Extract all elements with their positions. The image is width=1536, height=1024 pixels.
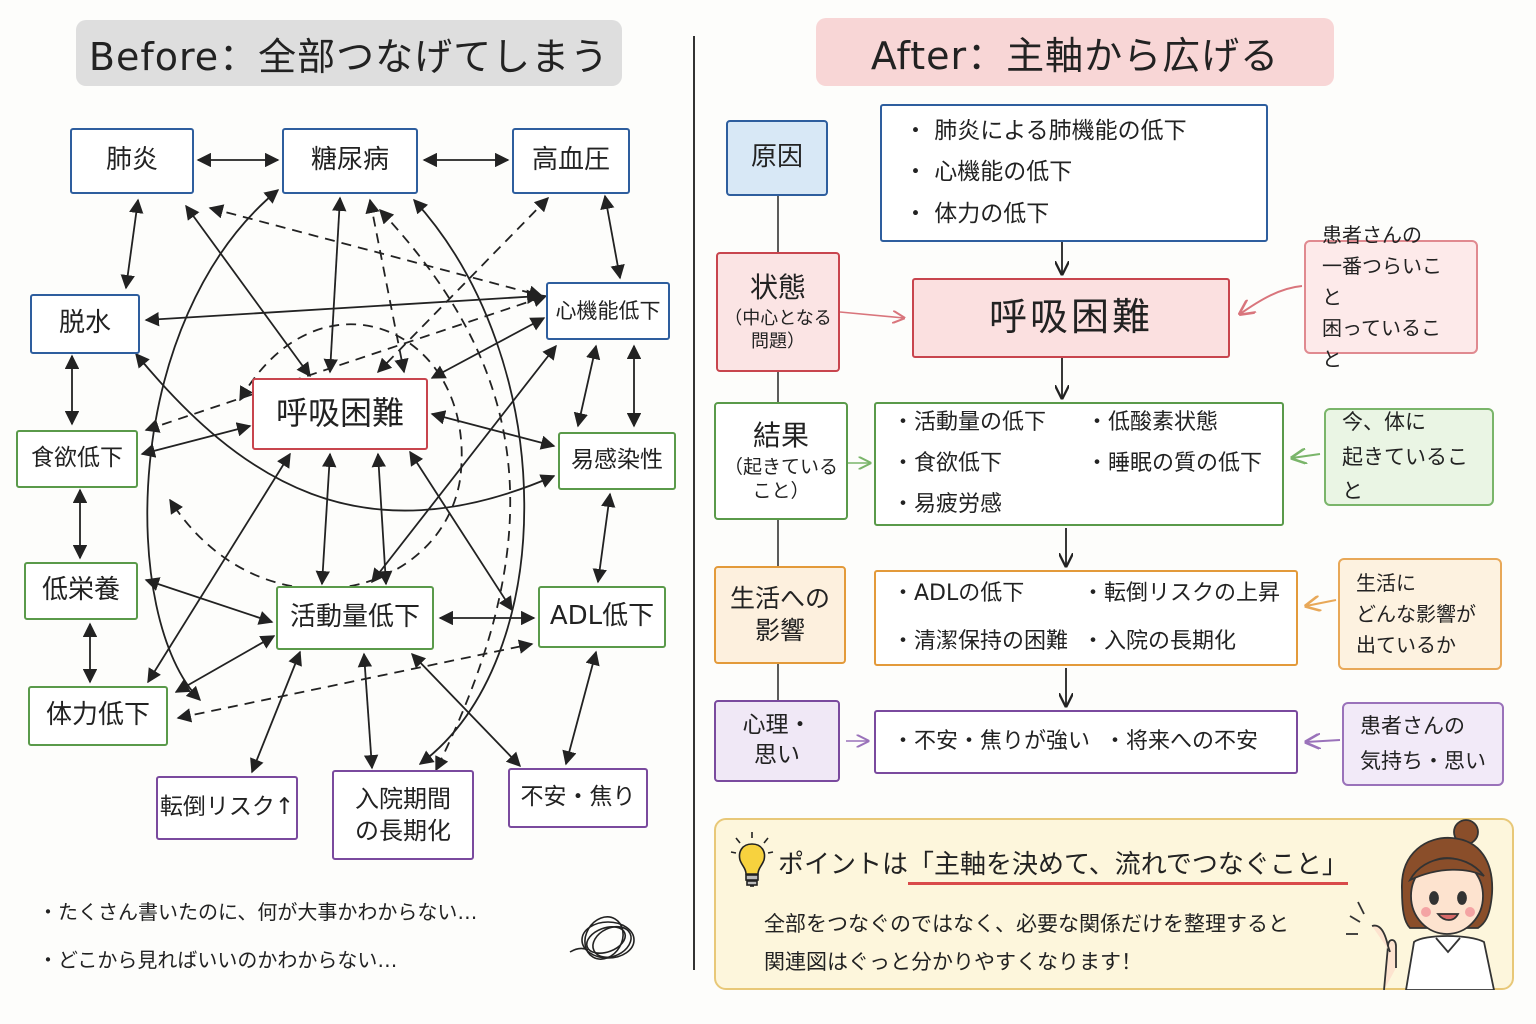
- node-ikansen: 易感染性: [558, 432, 676, 490]
- result-item: ・活動量の低下: [892, 409, 1047, 435]
- node-ikansen-label: 易感染性: [571, 447, 663, 474]
- node-dassui: 脱水: [30, 294, 140, 354]
- result-item: ・低酸素状態: [1086, 409, 1219, 435]
- life-item: ・ADLの低下: [892, 581, 1025, 607]
- core-problem-box: 呼吸困難: [912, 278, 1230, 358]
- node-nyuin-label-2: の長期化: [355, 817, 451, 845]
- point-body-2: 関連図はぐっと分かりやすくなります！: [764, 950, 1142, 974]
- node-katsudo: 活動量低下: [276, 586, 434, 650]
- nurse-illustration: [1346, 819, 1495, 990]
- psych-item: ・不安・焦りが強い: [892, 729, 1091, 755]
- psych-box: ・不安・焦りが強い ・将来への不安: [874, 710, 1298, 774]
- node-kokyu-core: 呼吸困難: [252, 378, 428, 450]
- node-haien: 肺炎: [70, 128, 194, 194]
- label-life: 生活への 影響: [714, 566, 846, 664]
- before-note-1: ・たくさん書いたのに、何が大事かわからない…: [38, 900, 478, 924]
- node-haien-label: 肺炎: [105, 145, 158, 176]
- cause-item: ・ 肺炎による肺機能の低下: [904, 117, 1187, 144]
- after-title: After：主軸から広げる: [816, 18, 1334, 86]
- before-title-text: Before：全部つなげてしまう: [88, 34, 610, 79]
- label-cause: 原因: [726, 120, 828, 196]
- node-adl: ADL低下: [538, 586, 666, 648]
- side-note-result: 今、体に 起きていること: [1324, 408, 1494, 506]
- node-katsudo-label: 活動量低下: [289, 602, 420, 633]
- node-tairyoku-label: 体力低下: [45, 700, 150, 731]
- cause-item: ・ 心機能の低下: [904, 159, 1073, 186]
- label-psych: 心理・ 思い: [714, 700, 840, 782]
- side-note-core: 患者さんの 一番つらいこと 困っていること: [1304, 223, 1478, 371]
- node-shokuyoku: 食欲低下: [16, 430, 138, 488]
- before-title: Before：全部つなげてしまう: [76, 20, 622, 86]
- node-tonyo-label: 糖尿病: [310, 145, 389, 176]
- side-note-psych: 患者さんの 気持ち・思い: [1342, 702, 1504, 786]
- node-tento-label: 転倒リスク↑: [159, 794, 295, 821]
- point-box: ポイントは「主軸を決めて、流れでつなぐこと」 全部をつなぐのではなく、必要な関係…: [714, 818, 1514, 990]
- result-item: ・食欲低下: [892, 451, 1003, 477]
- node-dassui-label: 脱水: [58, 308, 111, 339]
- node-tonyo: 糖尿病: [282, 128, 418, 194]
- node-adl-label: ADL低下: [549, 601, 655, 632]
- life-item: ・入院の長期化: [1082, 629, 1237, 655]
- before-arrows: [64, 152, 642, 774]
- node-fuan: 不安・焦り: [508, 768, 648, 828]
- cause-item: ・ 体力の低下: [904, 200, 1050, 227]
- result-item: ・睡眠の質の低下: [1086, 451, 1263, 477]
- node-teieiyo: 低栄養: [24, 562, 138, 620]
- label-result: 結果 （起きている こと）: [714, 402, 848, 520]
- scribble-icon: [569, 916, 635, 960]
- node-fuan-label: 不安・焦り: [520, 784, 636, 811]
- node-koketsu-label: 高血圧: [531, 145, 610, 176]
- node-tento: 転倒リスク↑: [156, 776, 298, 840]
- result-item: ・易疲労感: [892, 492, 1003, 518]
- result-box: ・活動量の低下 ・低酸素状態 ・食欲低下 ・睡眠の質の低下 ・易疲労感: [874, 402, 1284, 526]
- side-note-life: 生活に どんな影響が 出ているか: [1338, 558, 1502, 670]
- node-shinkino-label: 心機能低下: [555, 298, 661, 323]
- node-teieiyo-label: 低栄養: [41, 575, 120, 606]
- node-shinkino: 心機能低下: [546, 282, 670, 340]
- before-note-2: ・どこから見ればいいのかわからない…: [38, 948, 398, 972]
- point-body-1: 全部をつなぐのではなく、必要な関係だけを整理すると: [764, 912, 1289, 936]
- psych-item: ・将来への不安: [1104, 729, 1259, 755]
- node-tairyoku: 体力低下: [28, 686, 168, 746]
- node-nyuin: 入院期間 の長期化: [332, 770, 474, 860]
- life-item: ・清潔保持の困難: [892, 629, 1069, 655]
- cause-box: ・ 肺炎による肺機能の低下 ・ 心機能の低下 ・ 体力の低下: [880, 104, 1268, 242]
- life-item: ・転倒リスクの上昇: [1082, 581, 1281, 607]
- lightbulb-icon: [730, 832, 774, 887]
- center-divider: [693, 36, 695, 970]
- node-shokuyoku-label: 食欲低下: [31, 445, 123, 472]
- node-nyuin-label-1: 入院期間: [355, 784, 451, 813]
- node-kokyu-label: 呼吸困難: [275, 394, 404, 433]
- life-box: ・ADLの低下 ・転倒リスクの上昇 ・清潔保持の困難 ・入院の長期化: [874, 570, 1298, 666]
- core-problem-label: 呼吸困難: [988, 295, 1153, 340]
- point-headline-key: 「主軸を決めて、流れでつなぐこと」: [908, 850, 1348, 885]
- label-state: 状態 （中心となる 問題）: [716, 252, 840, 372]
- point-headline: ポイントは「主軸を決めて、流れでつなぐこと」: [778, 844, 1348, 885]
- after-title-text: After：主軸から広げる: [870, 33, 1280, 78]
- node-koketsu: 高血圧: [512, 128, 630, 194]
